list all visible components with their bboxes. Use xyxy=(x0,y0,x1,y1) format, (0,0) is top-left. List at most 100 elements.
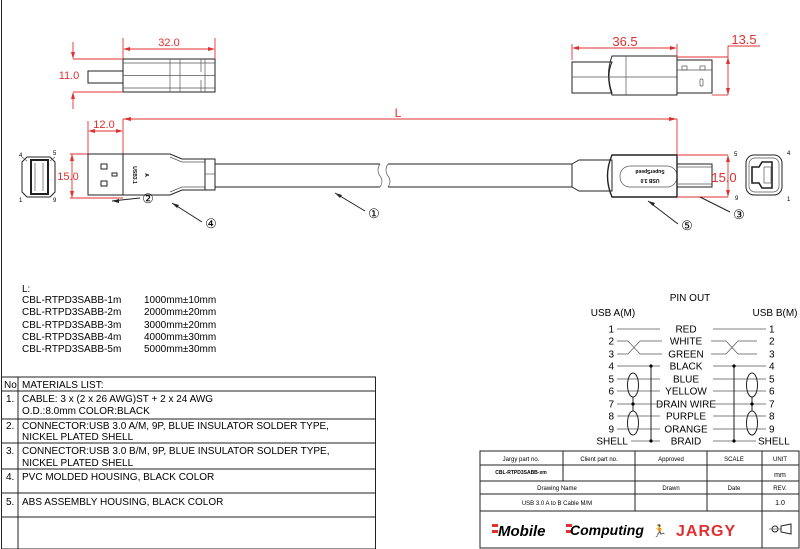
dimension-a-length: 32.0 xyxy=(122,37,216,59)
pin-a: 8 xyxy=(608,412,614,423)
wire-color: ORANGE xyxy=(664,425,708,436)
usb-a-side-view xyxy=(87,58,216,93)
dimension-b-plug: 13.5 xyxy=(677,32,760,96)
svg-text:Jargy part no.: Jargy part no. xyxy=(503,457,540,463)
svg-text:CABLE: 3 x (2 x 26 AWG)ST + 2: CABLE: 3 x (2 x 26 AWG)ST + 2 x 24 AWG xyxy=(22,394,213,405)
usb-a-end-view: 4 5 1 9 xyxy=(19,151,57,204)
svg-text:Drawing Name: Drawing Name xyxy=(537,486,577,492)
svg-text:JARGY: JARGY xyxy=(676,523,736,540)
svg-text:Approved: Approved xyxy=(658,457,684,463)
projection-symbol-icon xyxy=(769,523,792,535)
svg-text:Mobile: Mobile xyxy=(498,523,546,540)
svg-text:1.: 1. xyxy=(6,394,14,405)
logo: Mobile Computing 🏃 JARGY xyxy=(492,522,792,540)
svg-text:5: 5 xyxy=(53,151,57,157)
svg-text:Client part no.: Client part no. xyxy=(580,457,618,463)
wire-color: PURPLE xyxy=(666,412,706,423)
svg-text:CBL-RTPD3SABB-5m: CBL-RTPD3SABB-5m xyxy=(22,344,121,355)
svg-text:4000mm±30mm: 4000mm±30mm xyxy=(144,332,216,343)
dim-label: 15.0 xyxy=(711,170,736,185)
svg-text:CBL-RTPD3SABB-4m: CBL-RTPD3SABB-4m xyxy=(22,332,121,343)
svg-text:NICKEL PLATED SHELL: NICKEL PLATED SHELL xyxy=(22,458,134,469)
pin-b: SHELL xyxy=(758,437,790,448)
svg-text:Date: Date xyxy=(728,486,741,492)
pin-b: 9 xyxy=(769,425,775,436)
pin-b: 5 xyxy=(769,375,775,386)
svg-text:9: 9 xyxy=(53,198,57,204)
usb-b-connector: SuperSpeed USB 3.0 xyxy=(571,154,713,198)
pin-b: 1 xyxy=(769,325,775,336)
pin-a: 4 xyxy=(608,362,614,373)
svg-text:5.: 5. xyxy=(6,497,14,508)
callouts: ① ② ③ ④ ⑤ xyxy=(111,191,745,233)
pin-a: 9 xyxy=(608,425,614,436)
svg-text:5000mm±30mm: 5000mm±30mm xyxy=(144,344,216,355)
runner-icon: 🏃 xyxy=(652,524,667,538)
cable xyxy=(215,163,572,188)
dim-label: 15.0 xyxy=(57,171,78,183)
svg-text:1: 1 xyxy=(787,197,791,203)
svg-text:3000mm±20mm: 3000mm±20mm xyxy=(144,320,216,331)
svg-text:USB A(M): USB A(M) xyxy=(591,308,635,319)
svg-text:L:: L: xyxy=(22,284,30,295)
wire-color: YELLOW xyxy=(665,387,707,398)
svg-text:mm: mm xyxy=(774,472,786,479)
callout-3: ③ xyxy=(733,207,745,222)
svg-text:CBL-RTPD3SABB-3m: CBL-RTPD3SABB-3m xyxy=(22,320,121,331)
usb-b-end-view: 5 4 9 1 xyxy=(734,151,791,203)
svg-text:O.D.:8.0mm COLOR:BLACK: O.D.:8.0mm COLOR:BLACK xyxy=(22,406,150,417)
dimension-b-width: 15.0 xyxy=(677,154,737,198)
pin-a: 3 xyxy=(608,350,614,361)
dim-label: 12.0 xyxy=(93,119,114,131)
callout-5: ⑤ xyxy=(681,218,693,233)
dimension-b-length: 36.5 xyxy=(571,34,678,60)
svg-text:USB 3.0 A to B Cable M/M: USB 3.0 A to B Cable M/M xyxy=(522,501,592,507)
callout-4: ④ xyxy=(205,216,217,231)
callout-2: ② xyxy=(142,191,154,206)
title-block: Jargy part no. Client part no. Approved … xyxy=(479,450,800,549)
pin-a: 2 xyxy=(608,337,614,348)
svg-text:CONNECTOR:USB 3.0 A/M, 9P, BLU: CONNECTOR:USB 3.0 A/M, 9P, BLUE INSULATO… xyxy=(22,421,329,432)
materials-table: No MATERIALS LIST: 1. CABLE: 3 x (2 x 26… xyxy=(1,376,376,549)
wire-color: BLACK xyxy=(670,362,703,373)
svg-text:No: No xyxy=(4,380,17,391)
svg-text:1000mm±10mm: 1000mm±10mm xyxy=(144,295,216,306)
svg-text:PVC MOLDED HOUSING, BLACK COLO: PVC MOLDED HOUSING, BLACK COLOR xyxy=(22,472,214,483)
pin-b: 7 xyxy=(769,400,775,411)
pin-b: 3 xyxy=(769,350,775,361)
pin-a: 5 xyxy=(608,375,614,386)
svg-text:USB 3.0: USB 3.0 xyxy=(640,177,659,183)
svg-text:2000mm±20mm: 2000mm±20mm xyxy=(144,307,216,318)
svg-text:SuperSpeed: SuperSpeed xyxy=(635,168,664,174)
svg-text:USB B(M): USB B(M) xyxy=(753,308,798,319)
pin-a: 7 xyxy=(608,400,614,411)
dimension-a-height: 11.0 xyxy=(59,42,123,109)
dim-label: 32.0 xyxy=(158,37,179,49)
svg-text:4: 4 xyxy=(19,153,23,159)
svg-text:UNIT: UNIT xyxy=(773,457,787,463)
usb-a-connector: USB3.1 A xyxy=(87,153,216,196)
svg-text:9: 9 xyxy=(735,196,739,202)
svg-text:CONNECTOR:USB 3.0 B/M, 9P, BLU: CONNECTOR:USB 3.0 B/M, 9P, BLUE INSULATO… xyxy=(22,446,330,457)
pin-row: 1 RED 1 xyxy=(608,325,775,336)
svg-text:2.: 2. xyxy=(6,421,14,432)
svg-text:CBL-RTPD3SABB-xm: CBL-RTPD3SABB-xm xyxy=(495,470,547,476)
svg-text:REV.: REV. xyxy=(773,486,787,492)
pin-a: 1 xyxy=(608,325,614,336)
wire-color: GREEN xyxy=(668,350,704,361)
dim-label: L xyxy=(395,106,402,120)
svg-text:USB3.1: USB3.1 xyxy=(131,166,137,184)
svg-text:4.: 4. xyxy=(6,472,14,483)
wire-color: RED xyxy=(675,325,696,336)
dimension-overall-length: L xyxy=(122,106,678,155)
svg-text:NICKEL PLATED SHELL: NICKEL PLATED SHELL xyxy=(22,432,134,443)
svg-text:5: 5 xyxy=(734,152,738,158)
